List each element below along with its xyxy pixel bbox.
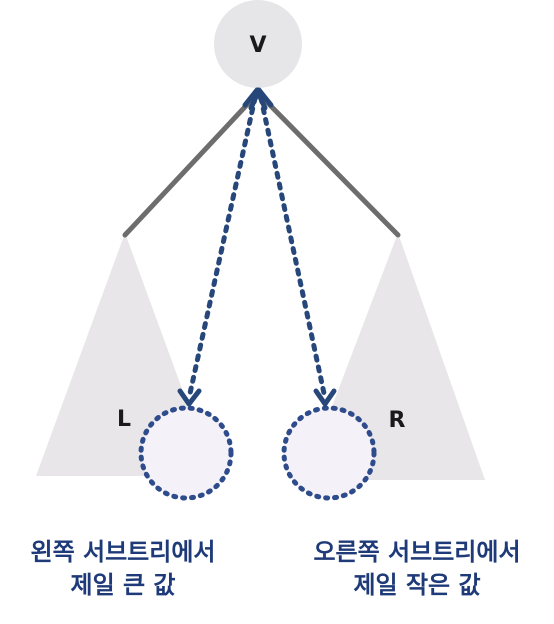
right-min-node [281,405,377,501]
edge-root-right [255,90,401,238]
left-caption-line2: 제일 큰 값 [70,571,176,599]
left-subtree-label: L [117,407,131,432]
edge-root-left [122,90,261,238]
left-max-node [138,405,234,501]
root-node [214,0,302,88]
right-caption-line1: 오른쪽 서브트리에서 [313,538,521,566]
root-node-label: V [249,33,266,58]
left-subtree-caption: 왼쪽 서브트리에서 제일 큰 값 [0,536,246,602]
left-caption-line1: 왼쪽 서브트리에서 [30,538,216,566]
arrow-root-left-max [177,87,268,407]
arrow-root-right-min [248,87,337,407]
right-subtree-label: R [389,408,406,433]
right-subtree-caption: 오른쪽 서브트리에서 제일 작은 값 [292,536,542,602]
right-caption-line2: 제일 작은 값 [353,571,481,599]
